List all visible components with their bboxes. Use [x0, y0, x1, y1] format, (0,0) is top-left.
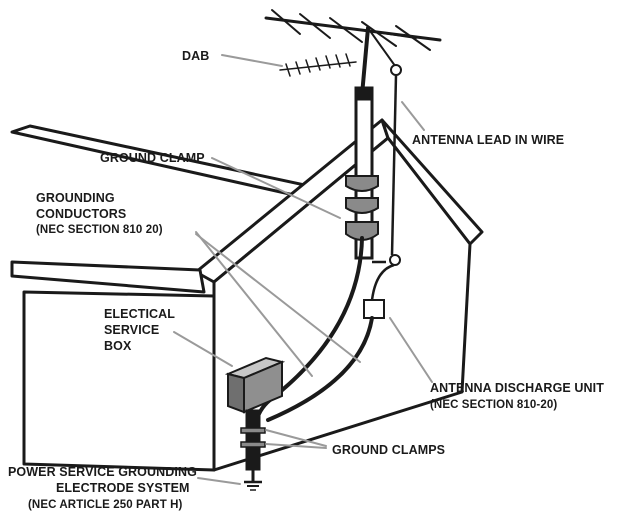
lead-in-wire	[370, 64, 402, 301]
leader-dab	[221, 54, 283, 67]
label-service-box-2: SERVICE	[104, 323, 159, 337]
leader-grounding-1	[195, 231, 313, 377]
label-ground-clamps: GROUND CLAMPS	[332, 443, 445, 457]
leader-lines	[173, 54, 433, 485]
label-grounding-conductors-1: GROUNDING	[36, 191, 115, 205]
antenna-mast	[354, 86, 374, 260]
leader-ground-clamps-2	[265, 443, 327, 449]
labels: DAB ANTENNA LEAD IN WIRE GROUND CLAMP GR…	[8, 49, 604, 511]
label-service-box-3: BOX	[104, 339, 132, 353]
leader-ground-clamp	[211, 157, 341, 219]
label-electrode-3: (NEC ARTICLE 250 PART H)	[28, 499, 183, 511]
label-ground-clamp: GROUND CLAMP	[100, 151, 205, 165]
leader-service-box	[173, 331, 233, 367]
leader-lead-in-wire	[401, 101, 425, 131]
label-electrode-2: ELECTRODE SYSTEM	[56, 481, 190, 495]
label-discharge-unit-1: ANTENNA DISCHARGE UNIT	[430, 381, 604, 395]
label-antenna-lead-in-wire: ANTENNA LEAD IN WIRE	[412, 133, 564, 147]
label-discharge-unit-2: (NEC SECTION 810-20)	[430, 399, 557, 411]
leader-electrode	[197, 477, 241, 485]
antenna-discharge-unit	[363, 299, 385, 319]
leader-grounding-2	[195, 233, 361, 363]
leader-ground-clamps-1	[265, 429, 327, 447]
leader-discharge-unit	[389, 317, 433, 383]
tv-antenna	[264, 9, 442, 97]
mast-ground-clamps	[345, 175, 379, 241]
label-grounding-conductors-2: CONDUCTORS	[36, 207, 126, 221]
label-electrode-1: POWER SERVICE GROUNDING	[8, 465, 197, 479]
lower-roof	[10, 260, 206, 294]
label-dab: DAB	[182, 49, 209, 63]
grounding-electrode	[240, 409, 266, 491]
electrical-service-box	[224, 356, 286, 414]
house	[10, 118, 484, 472]
dab-antenna	[279, 53, 357, 77]
label-service-box-1: ELECTICAL	[104, 307, 175, 321]
label-grounding-conductors-3: (NEC SECTION 810 20)	[36, 224, 163, 236]
